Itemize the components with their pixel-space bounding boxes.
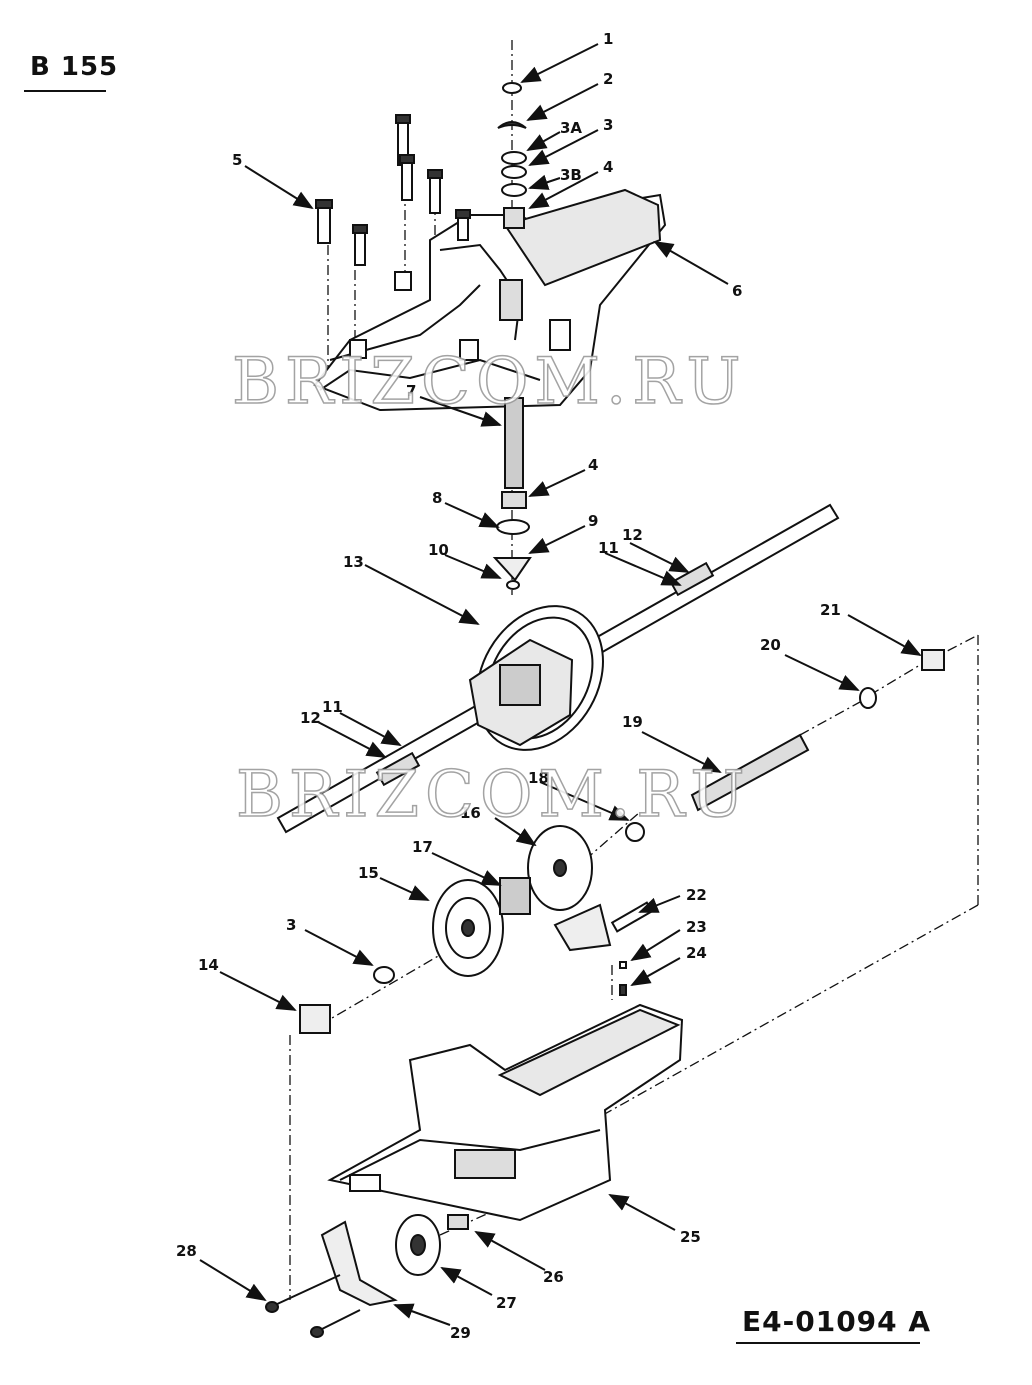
callout-label: 18 xyxy=(528,769,549,787)
callout-label: 3A xyxy=(560,119,582,137)
callout-label: 19 xyxy=(622,713,643,731)
callout-label: 22 xyxy=(686,886,707,904)
input-shaft xyxy=(492,397,532,590)
part-code: E4-01094 A xyxy=(742,1305,932,1338)
callout-label: 14 xyxy=(198,956,219,974)
callout-label: 24 xyxy=(686,944,707,962)
callout-label: 3 xyxy=(603,116,613,134)
model-code: B 155 xyxy=(30,52,119,82)
callout-label: 11 xyxy=(598,539,619,557)
model-code-underline xyxy=(24,90,106,92)
callout-label: 10 xyxy=(428,541,449,559)
callout-label: 28 xyxy=(176,1242,197,1260)
upper-housing xyxy=(313,188,667,412)
reduction-gears xyxy=(299,825,654,1034)
callout-label: 2 xyxy=(603,70,613,88)
brake-assembly xyxy=(265,1214,469,1338)
callout-label: 4 xyxy=(588,456,598,474)
callout-label: 15 xyxy=(358,864,379,882)
callout-label: 7 xyxy=(406,382,416,400)
callout-label: 5 xyxy=(232,151,242,169)
callout-labels: 1 2 3A 3 3B 4 5 6 7 4 8 9 10 11 12 13 11… xyxy=(176,30,841,1342)
callout-label: 21 xyxy=(820,601,841,619)
lower-housing xyxy=(327,1003,684,1222)
callout-label: 27 xyxy=(496,1294,517,1312)
callout-label: 13 xyxy=(343,553,364,571)
callout-label: 3 xyxy=(286,916,296,934)
callout-label: 8 xyxy=(432,489,442,507)
washer-stack xyxy=(497,82,527,229)
callout-label: 11 xyxy=(322,698,343,716)
callout-label: 25 xyxy=(680,1228,701,1246)
callout-label: 16 xyxy=(460,804,481,822)
callout-label: 3B xyxy=(560,166,582,184)
watermark: BRIZCOM.RU xyxy=(231,344,747,420)
output-shaft xyxy=(625,649,945,842)
callout-label: 9 xyxy=(588,512,598,530)
callout-label: 26 xyxy=(543,1268,564,1286)
callout-label: 6 xyxy=(732,282,742,300)
part-code-underline xyxy=(736,1342,920,1344)
callout-label: 12 xyxy=(622,526,643,544)
watermark: BRIZCOM.RU xyxy=(235,757,751,833)
callout-label: 20 xyxy=(760,636,781,654)
callout-label: 4 xyxy=(603,158,613,176)
callout-label: 29 xyxy=(450,1324,471,1342)
callout-label: 1 xyxy=(603,30,613,48)
leader-arrows xyxy=(199,43,922,1326)
callout-label: 12 xyxy=(300,709,321,727)
axle-differential xyxy=(276,503,840,834)
callout-label: 23 xyxy=(686,918,707,936)
callout-label: 17 xyxy=(412,838,433,856)
housing-bolts xyxy=(315,114,471,266)
